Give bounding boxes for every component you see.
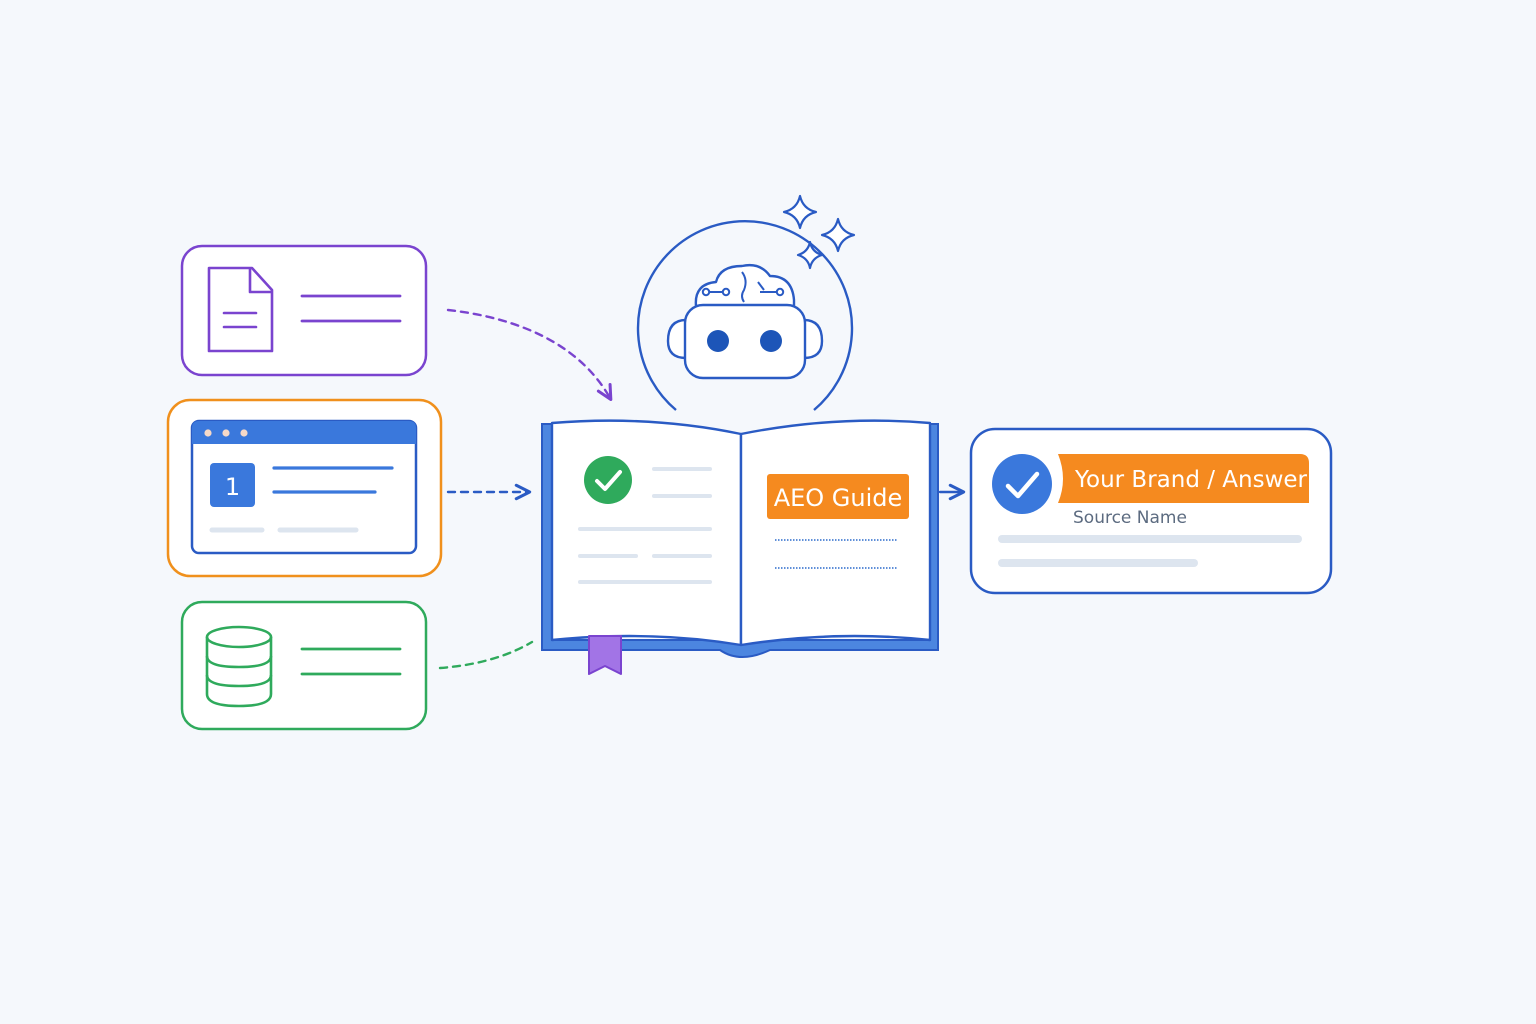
answer-title: Your Brand / Answer <box>1074 467 1308 493</box>
browser-window-icon <box>190 419 418 555</box>
bookmark-icon <box>588 635 622 675</box>
source-card-document <box>180 244 428 377</box>
checkmark-icon <box>989 451 1055 517</box>
robot-eye <box>707 330 729 352</box>
source-card-database <box>180 600 428 731</box>
window-dot <box>240 429 248 437</box>
guide-label: AEO Guide <box>774 484 903 512</box>
database-icon <box>205 625 273 708</box>
robot-halo <box>636 220 854 411</box>
robot-icon <box>636 220 854 411</box>
guide-label-badge <box>767 474 909 519</box>
rank-badge <box>210 463 255 507</box>
answer-source: Source Name <box>1073 508 1187 528</box>
connector-database-to-book <box>438 640 534 670</box>
rank-number: 1 <box>225 473 240 501</box>
brain-icon <box>694 263 796 308</box>
source-card-browser: 1 <box>166 398 443 578</box>
window-dot <box>204 429 212 437</box>
answer-highlight <box>1058 454 1309 503</box>
document-icon <box>207 266 274 353</box>
window-dot <box>222 429 230 437</box>
checkmark-icon <box>584 456 632 504</box>
open-book: AEO Guide <box>541 419 939 675</box>
sparkle-icon <box>782 194 856 270</box>
connector-document-to-book <box>446 308 613 401</box>
robot-eye <box>760 330 782 352</box>
answer-card: Your Brand / Answer Source Name <box>969 427 1333 595</box>
